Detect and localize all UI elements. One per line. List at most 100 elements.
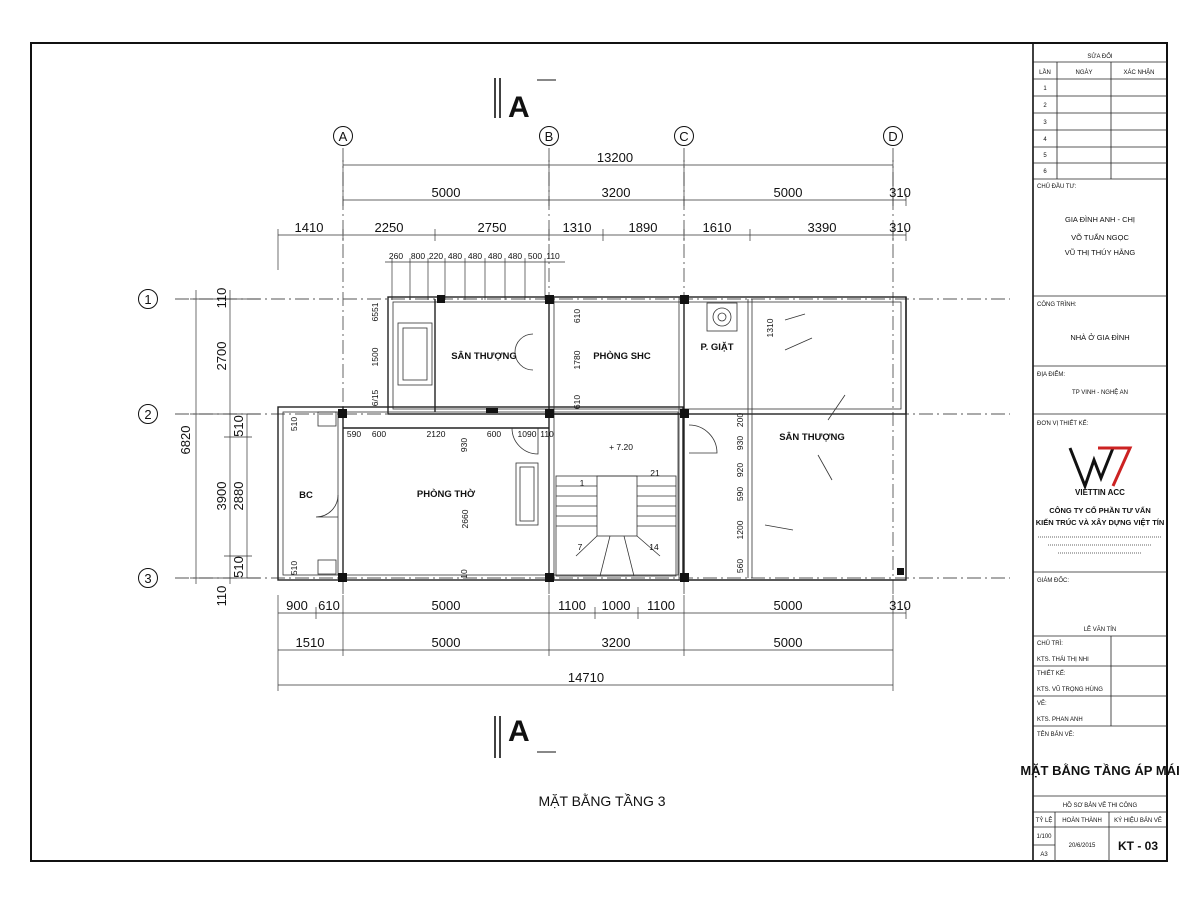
title-block: SỬA ĐỔI LẦN NGÀY XÁC NHẬN 1 2 3 4 5 6 CH… — [1020, 53, 1180, 861]
dim-top-3-8: 110 — [546, 251, 560, 261]
grid-bubble-c: C — [674, 126, 694, 146]
dim-bot-1-5: 1100 — [647, 598, 675, 613]
svg-text:600: 600 — [487, 429, 501, 439]
svg-text:6551: 6551 — [370, 302, 380, 321]
section-mark-bottom-label: A — [508, 715, 530, 748]
dim-top-2-7: 310 — [889, 220, 911, 235]
svg-text:1310: 1310 — [765, 318, 775, 337]
svg-text:1780: 1780 — [572, 350, 582, 369]
svg-text:930: 930 — [459, 438, 469, 452]
svg-text:21: 21 — [650, 468, 660, 478]
dim-top-2-4: 1890 — [629, 220, 658, 235]
dim-top-3-5: 480 — [488, 251, 502, 261]
svg-text:1: 1 — [1043, 86, 1047, 92]
dim-bot-2-3: 5000 — [774, 635, 803, 650]
dim-top-3-7: 500 — [528, 251, 542, 261]
svg-text:2: 2 — [144, 407, 151, 422]
svg-text:A: A — [339, 129, 348, 144]
revision-header: SỬA ĐỔI — [1087, 53, 1112, 60]
svg-text:VŨ THỊ THÚY HẰNG: VŨ THỊ THÚY HẰNG — [1065, 248, 1136, 257]
svg-text:HOÀN THÀNH: HOÀN THÀNH — [1062, 817, 1102, 824]
dim-left-inner: 2880 — [231, 482, 246, 511]
svg-text:930: 930 — [735, 436, 745, 450]
level-mark: + 7.20 — [609, 442, 633, 452]
location: TP VINH - NGHỆ AN — [1072, 388, 1128, 396]
svg-text:1: 1 — [144, 292, 151, 307]
dim-top-3-3: 480 — [448, 251, 462, 261]
dim-bot-2-1: 5000 — [432, 635, 461, 650]
dim-top-1-1: 3200 — [602, 185, 631, 200]
room-p-giat: P. GIẶT — [700, 342, 733, 353]
owner-label: CHỦ ĐẦU TƯ: — [1037, 183, 1077, 190]
dim-bot-1-7: 310 — [889, 598, 911, 613]
svg-text:590: 590 — [735, 487, 745, 501]
sheet-name: MẶT BẰNG TẦNG ÁP MÁI — [1020, 763, 1179, 778]
dim-top-2-6: 3390 — [808, 220, 837, 235]
dim-left-overall: 6820 — [178, 426, 193, 455]
dim-bot-1-0: 900 — [286, 598, 308, 613]
svg-text:5: 5 — [1043, 153, 1047, 159]
svg-text:110: 110 — [540, 429, 554, 439]
room-san-thuong-2: SÂN THƯỢNG — [779, 431, 845, 443]
svg-text:1500: 1500 — [370, 347, 380, 366]
section-mark-bottom: A — [494, 715, 556, 758]
svg-text:2120: 2120 — [427, 429, 446, 439]
grid-bubble-b: B — [539, 126, 559, 146]
dim-left-2: 510 — [231, 415, 246, 437]
grid-bubble-a: A — [333, 126, 353, 146]
svg-text:TỶ LỆ: TỶ LỆ — [1036, 816, 1053, 824]
room-bc: BC — [299, 490, 313, 501]
dim-top-1-2: 5000 — [774, 185, 803, 200]
dim-top-3-6: 480 — [508, 251, 522, 261]
dim-bot-2-2: 3200 — [602, 635, 631, 650]
dim-top-2-0: 1410 — [295, 220, 324, 235]
dim-top-3-2: 220 — [429, 251, 443, 261]
svg-text:CHỦ TRÌ:: CHỦ TRÌ: — [1037, 640, 1063, 647]
dim-bot-1-1: 610 — [318, 598, 340, 613]
svg-text:200: 200 — [735, 413, 745, 427]
room-phong-shc: PHÒNG SHC — [593, 350, 651, 362]
director-name: LÊ VĂN TÍN — [1084, 625, 1117, 633]
svg-text:THIẾT KẾ:: THIẾT KẾ: — [1037, 670, 1066, 677]
dim-top-3-0: 260 — [389, 251, 403, 261]
svg-text:2: 2 — [1043, 103, 1047, 109]
grid-bubble-d: D — [883, 126, 903, 146]
svg-text:1090: 1090 — [518, 429, 537, 439]
company-logo — [1068, 446, 1133, 491]
dim-top-2-1: 2250 — [375, 220, 404, 235]
svg-text:KTS. THÁI THỊ NHI: KTS. THÁI THỊ NHI — [1037, 656, 1089, 663]
dim-top-3-4: 480 — [468, 251, 482, 261]
dim-top-1-0: 5000 — [432, 185, 461, 200]
designer-label: ĐƠN VỊ THIẾT KẾ: — [1037, 420, 1089, 427]
svg-text:KÝ HIỆU BẢN VẼ: KÝ HIỆU BẢN VẼ — [1114, 816, 1162, 824]
dim-bot-1-4: 1000 — [602, 598, 631, 613]
svg-text:XÁC NHẬN: XÁC NHẬN — [1123, 69, 1154, 76]
project-name: NHÀ Ở GIA ĐÌNH — [1070, 333, 1129, 342]
grid-bubble-1: 1 — [138, 289, 158, 309]
dim-left-5: 110 — [214, 586, 229, 607]
room-san-thuong-1: SÂN THƯỢNG — [451, 350, 517, 362]
scale: 1/100 — [1036, 834, 1052, 840]
dim-bot-2-0: 1510 — [296, 635, 325, 650]
grid-bubble-2: 2 — [138, 404, 158, 424]
room-labels: SÂN THƯỢNG PHÒNG SHC P. GIẶT SÂN THƯỢNG … — [299, 342, 845, 501]
sheet-number: KT - 03 — [1118, 839, 1158, 853]
svg-text:610: 610 — [572, 309, 582, 323]
svg-text:3: 3 — [1043, 120, 1047, 126]
director-label: GIÁM ĐỐC: — [1037, 577, 1069, 584]
dim-left-4: 510 — [231, 556, 246, 578]
dim-bot-1-3: 1100 — [558, 598, 586, 613]
svg-text:D: D — [888, 129, 897, 144]
svg-text:10: 10 — [459, 569, 469, 579]
floor-plan — [277, 295, 907, 582]
dim-bot-1-2: 5000 — [432, 598, 461, 613]
svg-text:1200: 1200 — [735, 520, 745, 539]
svg-text:510: 510 — [289, 417, 299, 431]
grid-axes — [175, 148, 1010, 595]
dim-top-2-3: 1310 — [563, 220, 592, 235]
drawing-title: MẶT BẰNG TẦNG 3 — [538, 792, 665, 809]
dim-top-1-3: 310 — [889, 185, 911, 200]
dim-top-overall: 13200 — [597, 150, 633, 165]
svg-text:4: 4 — [1043, 137, 1047, 143]
